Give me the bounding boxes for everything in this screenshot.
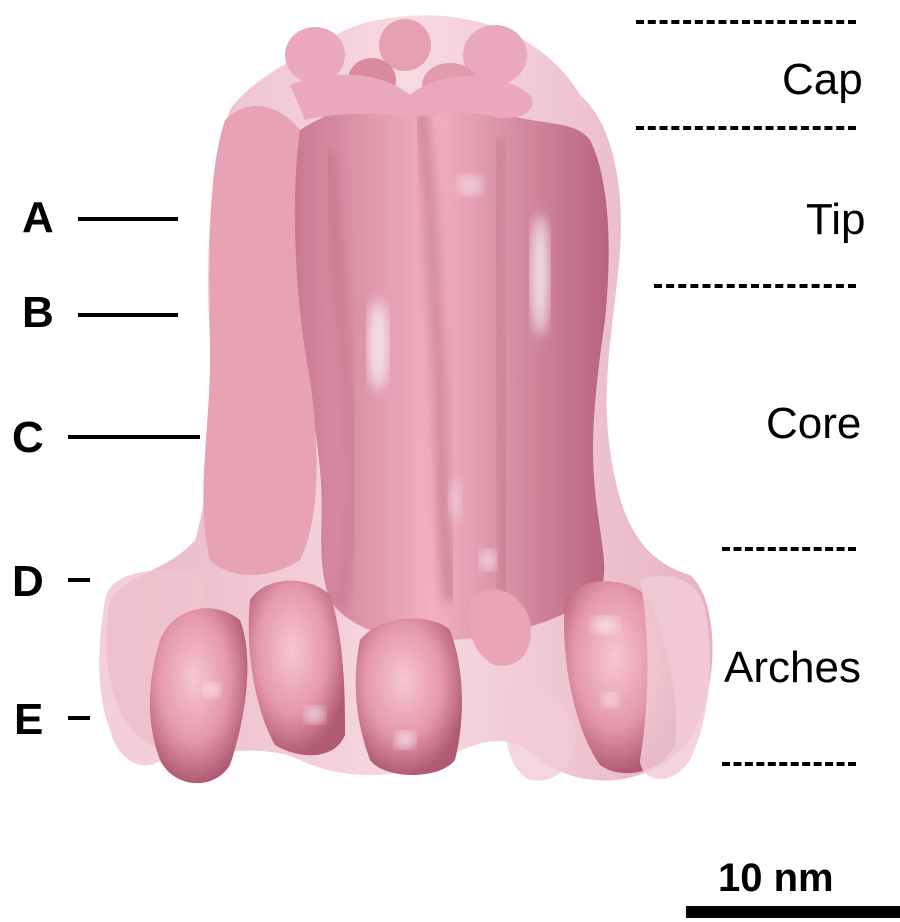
region-label-core: Core: [766, 402, 861, 446]
slice-line-c: [68, 435, 200, 439]
slice-line-a: [78, 217, 178, 221]
front-density: [203, 94, 608, 640]
slice-label-c: C: [12, 416, 44, 460]
cap-knobs: [285, 19, 533, 120]
region-label-tip: Tip: [806, 198, 866, 242]
scale-bar-label: 10 nm: [718, 858, 834, 898]
scale-bar: [686, 906, 900, 918]
boundary-cap-tip: [636, 126, 856, 130]
boundary-tip-core: [654, 284, 856, 288]
boundary-cap-top: [636, 20, 856, 24]
slice-label-d: D: [12, 560, 44, 604]
slice-label-e: E: [14, 698, 43, 742]
region-label-cap: Cap: [782, 58, 863, 102]
region-label-arches: Arches: [724, 646, 861, 690]
slice-line-b: [78, 313, 178, 317]
boundary-arches-bottom: [722, 762, 856, 766]
slice-label-a: A: [22, 196, 54, 240]
slice-label-b: B: [22, 291, 54, 335]
boundary-core-arches: [722, 547, 856, 551]
slice-line-e: [68, 716, 90, 720]
slice-line-d: [68, 578, 90, 582]
